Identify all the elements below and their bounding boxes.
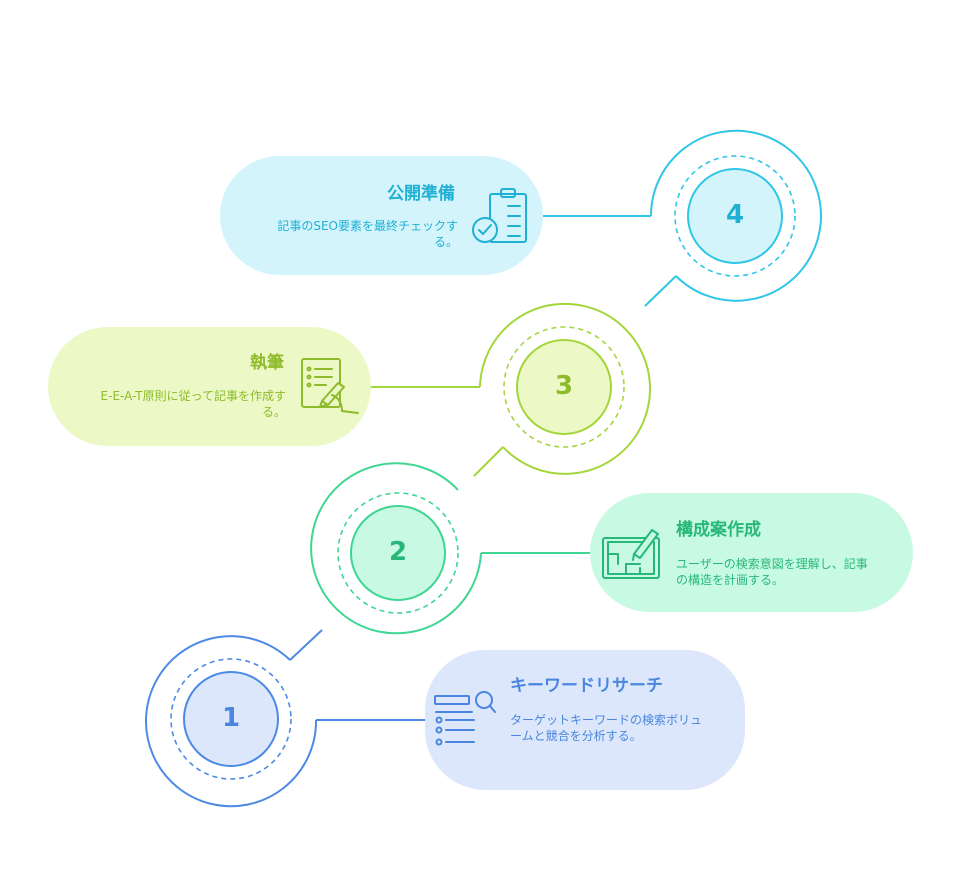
step-4-title: 公開準備: [387, 184, 455, 204]
connector-1-2: [289, 629, 323, 661]
step-1-card: [425, 650, 745, 790]
connector-3-4: [644, 275, 677, 307]
step-4-description: 記事のSEO要素を最終チェックする。: [277, 219, 458, 249]
step-4-node: [543, 129, 822, 302]
connector-2-3: [473, 446, 504, 477]
step-2-description: ユーザーの検索意図を理解し、記事の構造を計画する。: [676, 557, 868, 587]
search-list-icon: [432, 690, 496, 750]
step-1-node: [145, 635, 425, 808]
step-2-title: 構成案作成: [676, 520, 761, 540]
step-4-number: 4: [725, 200, 745, 230]
step-2-node: [310, 462, 590, 635]
step-1-description: ターゲットキーワードの検索ボリュームと競合を分析する。: [510, 713, 703, 743]
step-3-description: E-E-A-T原則に従って記事を作成する。: [100, 389, 286, 419]
step-1-title: キーワードリサーチ: [510, 676, 663, 696]
clipboard-check-icon: [470, 188, 532, 246]
step-1-number: 1: [221, 703, 241, 733]
step-2-number: 2: [388, 537, 408, 567]
step-3-title: 執筆: [250, 353, 284, 373]
step-3-number: 3: [554, 371, 574, 401]
step-3-card: [48, 327, 371, 446]
writing-hand-icon: [298, 355, 362, 419]
step-3-node: [370, 302, 651, 475]
blueprint-pencil-icon: [600, 520, 664, 584]
